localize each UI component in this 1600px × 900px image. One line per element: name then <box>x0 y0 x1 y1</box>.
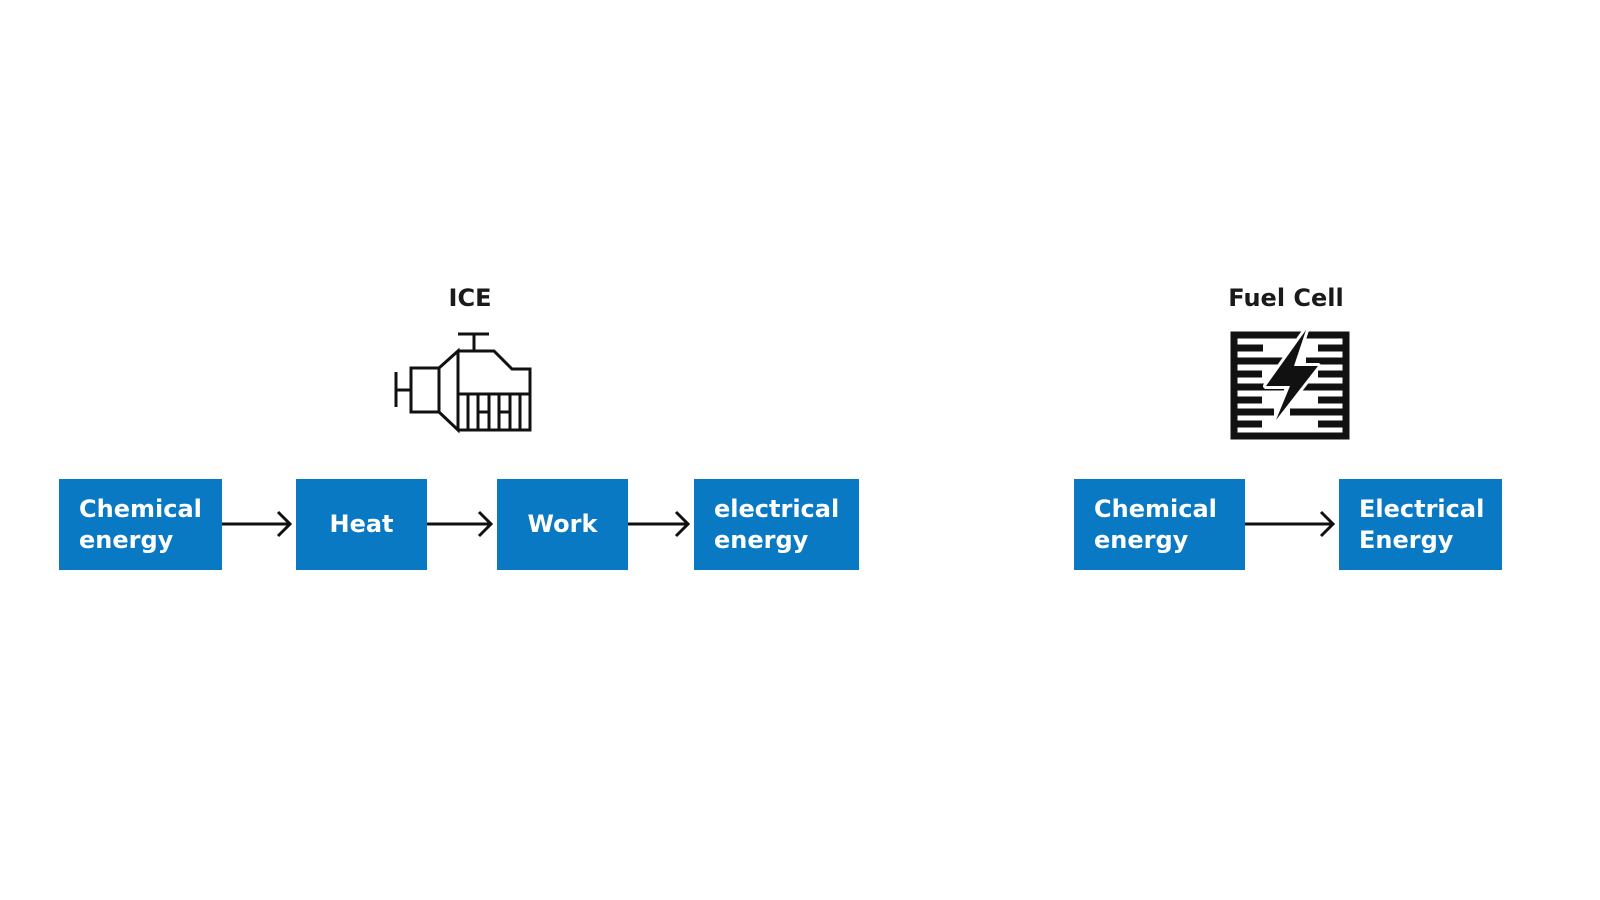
arrow-icon <box>427 510 494 538</box>
ice-step-label: Chemical energy <box>79 494 202 554</box>
arrow-icon <box>628 510 691 538</box>
fc-step-electrical-energy: Electrical Energy <box>1339 479 1502 570</box>
ice-step-label: Work <box>527 510 598 538</box>
ice-step-heat: Heat <box>296 479 427 570</box>
engine-icon <box>394 332 532 434</box>
fc-step-chemical-energy: Chemical energy <box>1074 479 1245 570</box>
ice-title: ICE <box>448 284 492 312</box>
fc-step-label: Electrical Energy <box>1359 494 1485 554</box>
fuel-cell-lightning-icon <box>1230 328 1350 440</box>
ice-step-electrical-energy: electrical energy <box>694 479 859 570</box>
arrow-icon <box>1245 510 1336 538</box>
ice-step-work: Work <box>497 479 628 570</box>
ice-step-chemical-energy: Chemical energy <box>59 479 222 570</box>
ice-step-label: electrical energy <box>714 494 840 554</box>
arrow-icon <box>222 510 293 538</box>
ice-step-label: Heat <box>329 510 394 538</box>
fc-step-label: Chemical energy <box>1094 494 1217 554</box>
fuel-cell-title: Fuel Cell <box>1228 284 1344 312</box>
